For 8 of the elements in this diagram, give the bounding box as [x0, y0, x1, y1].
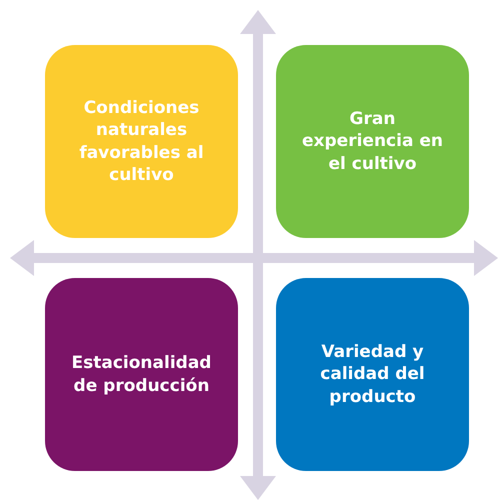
quadrant-card [45, 278, 238, 471]
card-text: Estacionalidad de producción [70, 352, 212, 397]
quadrant-card [276, 45, 469, 238]
card-text: Gran experiencia en el cultivo [301, 108, 444, 175]
card-text: Condiciones naturales favorables al cultivo [78, 97, 205, 186]
card-text: Variedad y calidad del producto [319, 341, 426, 408]
quadrant-card [45, 45, 238, 238]
quadrant-card [276, 278, 469, 471]
